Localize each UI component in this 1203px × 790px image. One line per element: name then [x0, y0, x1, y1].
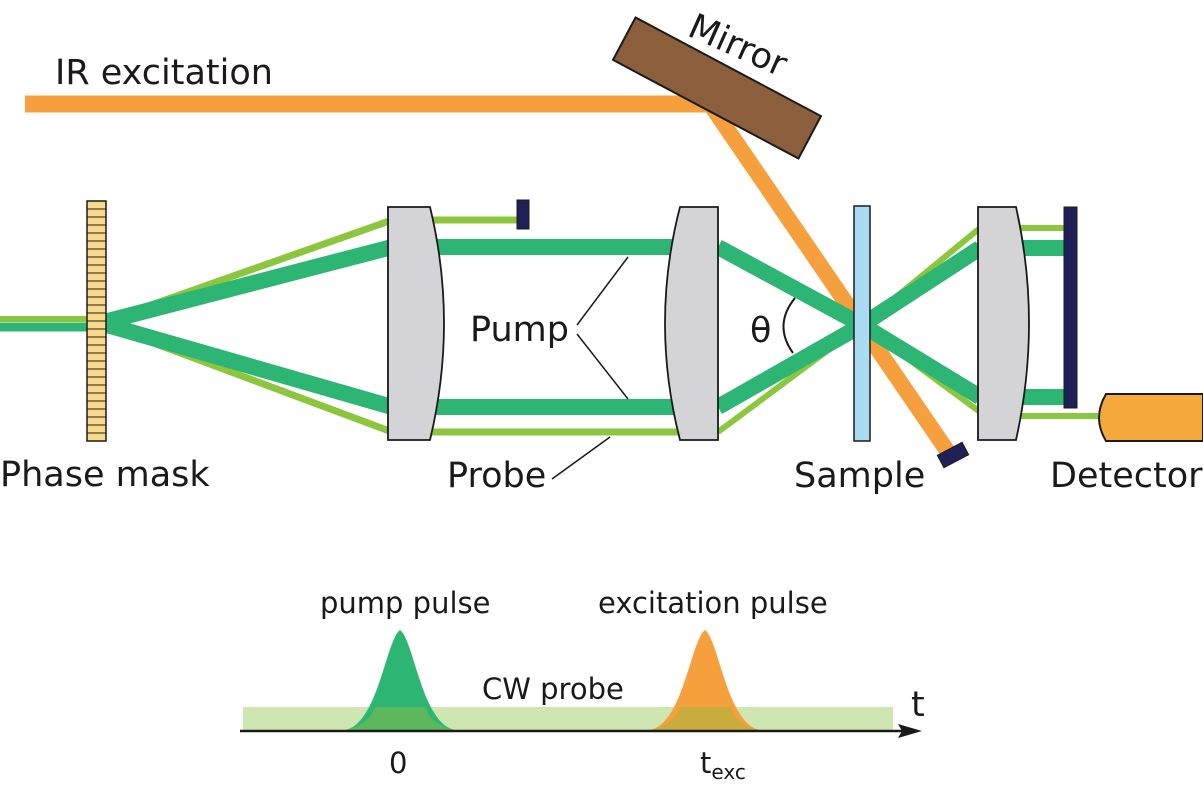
annotations — [551, 256, 796, 480]
theta-label: θ — [750, 311, 771, 351]
ir-beam — [25, 95, 955, 457]
excitation-pulse-overlap — [650, 707, 760, 730]
ir-beam-dump — [936, 441, 970, 469]
ir-beam-reflected — [703, 99, 955, 457]
sample — [853, 205, 871, 442]
lens-1-body — [387, 206, 445, 441]
tick-label-t-exc: texc — [700, 746, 746, 784]
phase-mask-label: Phase mask — [0, 455, 210, 495]
mirror-body — [611, 16, 823, 160]
detector-body — [1098, 393, 1203, 442]
ir-excitation-label: IR excitation — [55, 53, 273, 93]
lens-3 — [977, 206, 1030, 441]
pump-beam-block — [1063, 206, 1078, 409]
detector-label: Detector — [1050, 456, 1203, 496]
converging-beams — [714, 239, 866, 435]
input-beams — [0, 316, 100, 332]
pump-label: Pump — [470, 310, 569, 350]
lens-1 — [387, 206, 445, 441]
time-axis-label: t — [911, 685, 925, 725]
pump-beam-lower-converging — [714, 318, 866, 414]
post-sample-beams — [857, 225, 1098, 419]
time-axis-arrowhead — [898, 724, 922, 738]
cw-probe-label: CW probe — [482, 672, 624, 706]
pump-leader-upper — [576, 256, 629, 326]
lens-3-body — [977, 206, 1030, 441]
excitation-pulse-label: excitation pulse — [598, 586, 828, 620]
phase-mask-grating — [87, 208, 106, 434]
mirror — [611, 16, 823, 160]
pump-pulse-label: pump pulse — [320, 586, 490, 620]
phase-mask — [86, 200, 107, 442]
pulse-timeline: pump pulse excitation pulse CW probe t 0… — [240, 586, 925, 784]
probe-beam-block — [516, 199, 530, 230]
pump-beam-upper-converging — [714, 239, 866, 333]
probe-leader — [551, 436, 611, 480]
tick-label-t-exc-main: t — [700, 746, 711, 780]
tick-label-t-exc-subscript: exc — [711, 760, 745, 784]
lens-2-body — [664, 206, 719, 441]
lens-2 — [664, 206, 719, 441]
tick-label-zero: 0 — [389, 746, 407, 780]
sample-body — [853, 205, 871, 442]
probe-label: Probe — [447, 456, 546, 496]
pump-beam-upper-post — [857, 241, 985, 332]
sample-label: Sample — [794, 456, 925, 496]
collimated-beams — [430, 216, 680, 436]
diverging-beams — [97, 216, 395, 436]
pump-beam-lower-post — [857, 318, 985, 404]
pump-leader-lower — [576, 333, 629, 400]
excitation-pulse-shape — [650, 630, 760, 730]
cw-probe-band — [243, 707, 893, 730]
pump-beam-upper-diverging — [97, 239, 395, 331]
pump-pulse-shape — [345, 630, 455, 730]
detector — [1098, 393, 1203, 442]
pump-pulse-overlap — [345, 707, 455, 730]
pump-beam-lower-diverging — [97, 315, 395, 415]
beam-blocks — [516, 199, 1078, 469]
setup-labels: IR excitation Mirror Phase mask Pump Pro… — [0, 7, 1203, 496]
theta-arc — [782, 297, 796, 354]
